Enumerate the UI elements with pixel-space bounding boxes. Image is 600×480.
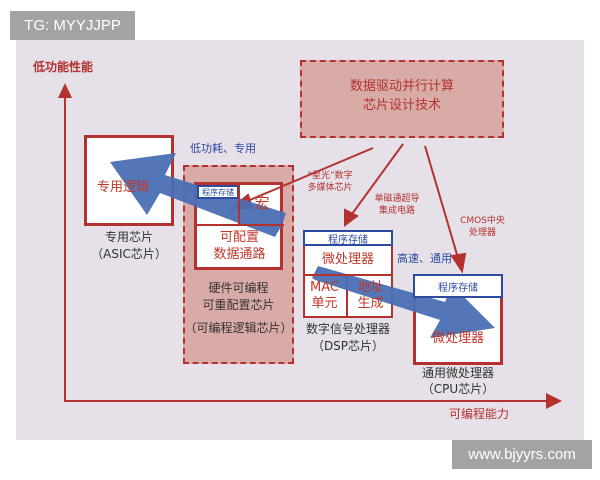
dsp-addr-2: 生成 [357,296,384,311]
fpga-datapath-1: 可配置 [219,230,259,246]
dsp-addr: 地址生成 [348,276,393,316]
cpu-box: 程序存储 微处理器 [413,274,503,365]
note-sfq-2: 集成电路 [378,206,415,217]
watermark-bottom-right: www.bjyyrs.com [452,440,592,469]
asic-sub: （ASIC芯片） [91,247,167,262]
note-xingguang: “星光”数字多媒体芯片 [300,170,360,194]
trend-arrow-right [312,266,495,338]
fpga-sub: （可编程逻辑芯片） [184,320,293,335]
y-axis-label: 低功能性能 [33,60,94,74]
note-cmos-2: 处理器 [468,228,496,239]
asic-label: 专用芯片 （ASIC芯片） [79,229,179,264]
fpga-storage: 程序存储 [197,185,239,199]
cpu-label: 通用微处理器 （CPU芯片） [403,366,513,397]
tech-line-2: 芯片设计技术 [362,97,441,113]
cpu-mpu: 微处理器 [431,331,484,346]
arrow-to-cpu [424,145,459,259]
arrow-to-dsp [351,143,404,215]
dsp-storage: 程序存储 [303,230,393,246]
trend-label-right: 高速、通用 [397,252,452,265]
asic-inner-label: 专用逻辑 [97,180,150,195]
note-xingguang-1: “星光”数字 [307,171,353,181]
fpga-name-2: 可重配置芯片 [202,297,275,312]
fpga-name-1: 硬件可编程 [208,281,269,295]
tech-line-1: 数据驱动并行计算 [349,79,454,94]
dsp-sub: （DSP芯片） [311,339,385,354]
x-axis-label: 可编程能力 [449,407,510,421]
cpu-sub: （CPU芯片） [421,381,495,396]
dsp-mpu: 微处理器 [303,246,393,276]
note-cmos-1: CMOS中央 [460,216,505,226]
trend-label-left: 低功耗、专用 [190,142,256,155]
arrow-to-cpu-head [450,252,467,274]
tech-box: 数据驱动并行计算 芯片设计技术 [300,60,504,138]
fpga-label: 硬件可编程 可重配置芯片 （可编程逻辑芯片） [183,280,294,336]
y-axis-arrowhead [58,83,72,98]
dsp-label: 数字信号处理器 （DSP芯片） [293,321,403,356]
fpga-datapath-2: 数据通路 [213,246,266,262]
cpu-name: 通用微处理器 [421,366,494,380]
note-sfq-1: 单磁通超导 [374,194,420,204]
fpga-macro: 宏 [238,183,284,226]
note-cmos: CMOS中央处理器 [450,215,515,239]
asic-name: 专用芯片 [104,230,153,244]
dsp-addr-1: 地址 [357,279,384,295]
note-sfq: 单磁通超导集成电路 [367,193,427,217]
x-axis-arrowhead [546,393,562,409]
dsp-mac-2: 单元 [311,296,338,311]
dsp-mac-1: MAC [310,279,339,295]
cpu-storage: 程序存储 [413,274,503,298]
arrow-to-dsp-head [344,208,359,227]
note-xingguang-2: 多媒体芯片 [307,183,353,194]
arrow-to-fpga [244,147,374,203]
dsp-name: 数字信号处理器 [305,322,390,336]
watermark-top-left: TG: MYYJJPP [10,11,135,40]
